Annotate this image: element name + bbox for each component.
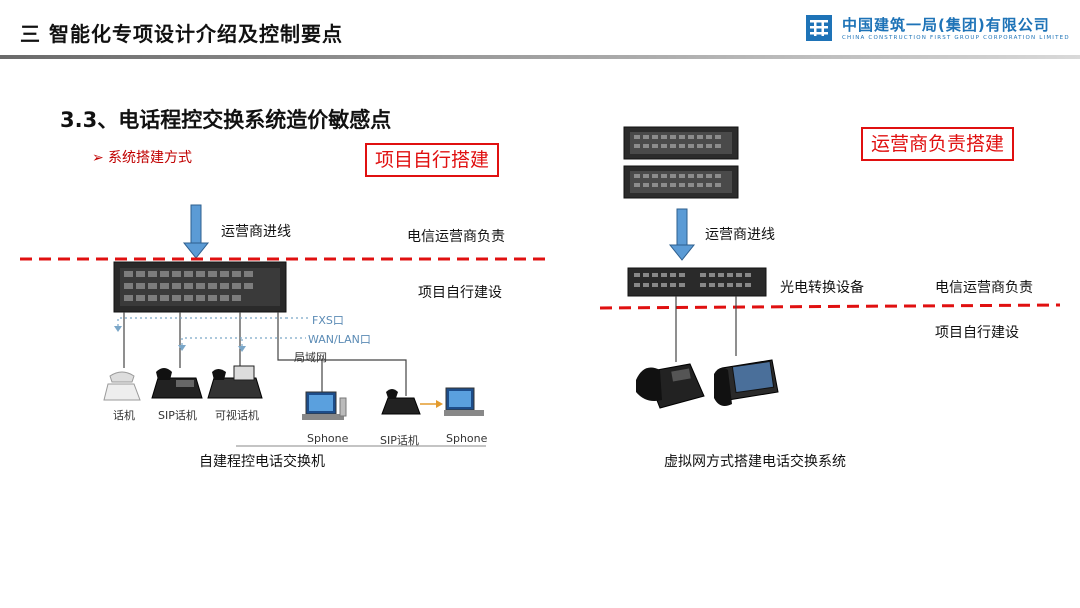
fxs-port-label: FXS口: [312, 312, 344, 328]
left-telecom-responsibility-label: 电信运营商负责: [407, 226, 505, 246]
left-cables: [114, 312, 486, 446]
operator-server-rack-2: [624, 166, 738, 198]
left-incoming-line-label: 运营商进线: [221, 221, 291, 241]
ip-desk-phone-icon: [636, 364, 704, 408]
lan-label: 局域网: [294, 349, 327, 365]
pbx-switch-device: [114, 262, 286, 312]
right-incoming-arrow: [670, 209, 694, 260]
section-title: 3.3、电话程控交换系统造价敏感点: [60, 104, 391, 134]
device-label-sip-phone: SIP话机: [158, 407, 197, 423]
optical-converter-label: 光电转换设备: [780, 277, 864, 297]
video-ip-phone-icon: [714, 360, 778, 406]
device-label-sip-phone-2: SIP话机: [380, 432, 419, 448]
right-boundary-dashed-line: [600, 305, 1060, 308]
right-diagram-caption: 虚拟网方式搭建电话交换系统: [664, 451, 846, 471]
device-label-video-phone: 可视话机: [215, 407, 259, 423]
right-project-build-label: 项目自行建设: [935, 322, 1019, 342]
header-divider: [0, 55, 1080, 59]
left-project-build-label: 项目自行建设: [418, 282, 502, 302]
device-label-phone: 话机: [113, 407, 135, 423]
device-label-sphone: Sphone: [307, 432, 348, 445]
wan-lan-port-label: WAN/LAN口: [308, 331, 371, 347]
sip-phone-icon-2: [382, 389, 420, 414]
right-incoming-line-label: 运营商进线: [705, 224, 775, 244]
company-name-en: CHINA CONSTRUCTION FIRST GROUP CORPORATI…: [842, 35, 1070, 41]
sphone-computer-icon-2: [444, 388, 484, 416]
slide-header: 三 智能化专项设计介绍及控制要点 中国建筑一局(集团)有限公司 CHINA CO…: [0, 0, 1080, 62]
video-phone-icon: [208, 366, 262, 398]
bullet-text: 系统搭建方式: [108, 150, 192, 166]
bullet-item: ➢系统搭建方式: [92, 147, 192, 167]
left-incoming-arrow: [184, 205, 208, 258]
optical-converter-device: [628, 268, 766, 296]
slide-title: 三 智能化专项设计介绍及控制要点: [20, 18, 343, 47]
self-build-label-box: 项目自行搭建: [365, 143, 499, 177]
company-logo-icon: [806, 15, 832, 41]
bullet-arrow-icon: ➢: [92, 150, 108, 166]
left-diagram-caption: 自建程控电话交换机: [199, 451, 325, 471]
operator-server-rack-1: [624, 127, 738, 159]
sip-phone-icon: [152, 368, 202, 398]
device-label-sphone-2: Sphone: [446, 432, 487, 445]
sphone-computer-icon: [302, 392, 346, 420]
company-name: 中国建筑一局(集团)有限公司: [842, 14, 1050, 35]
analog-phone-icon: [104, 372, 140, 400]
operator-build-label-box: 运营商负责搭建: [861, 127, 1014, 161]
right-telecom-responsibility-label: 电信运营商负责: [935, 277, 1033, 297]
